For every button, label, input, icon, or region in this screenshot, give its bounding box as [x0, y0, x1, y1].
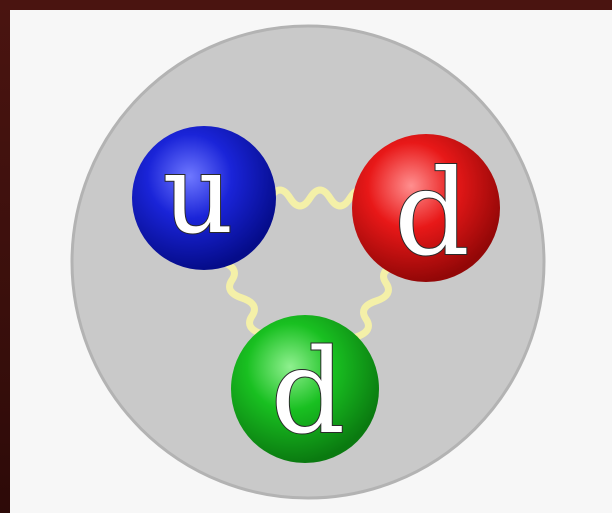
- quark-down-green-label: d: [271, 325, 345, 460]
- quark-down-red: d: [352, 134, 500, 282]
- quark-down-red-label: d: [394, 144, 470, 282]
- quark-up-label: u: [163, 130, 234, 258]
- quark-down-green: d: [231, 315, 379, 463]
- quark-up: u: [132, 126, 276, 270]
